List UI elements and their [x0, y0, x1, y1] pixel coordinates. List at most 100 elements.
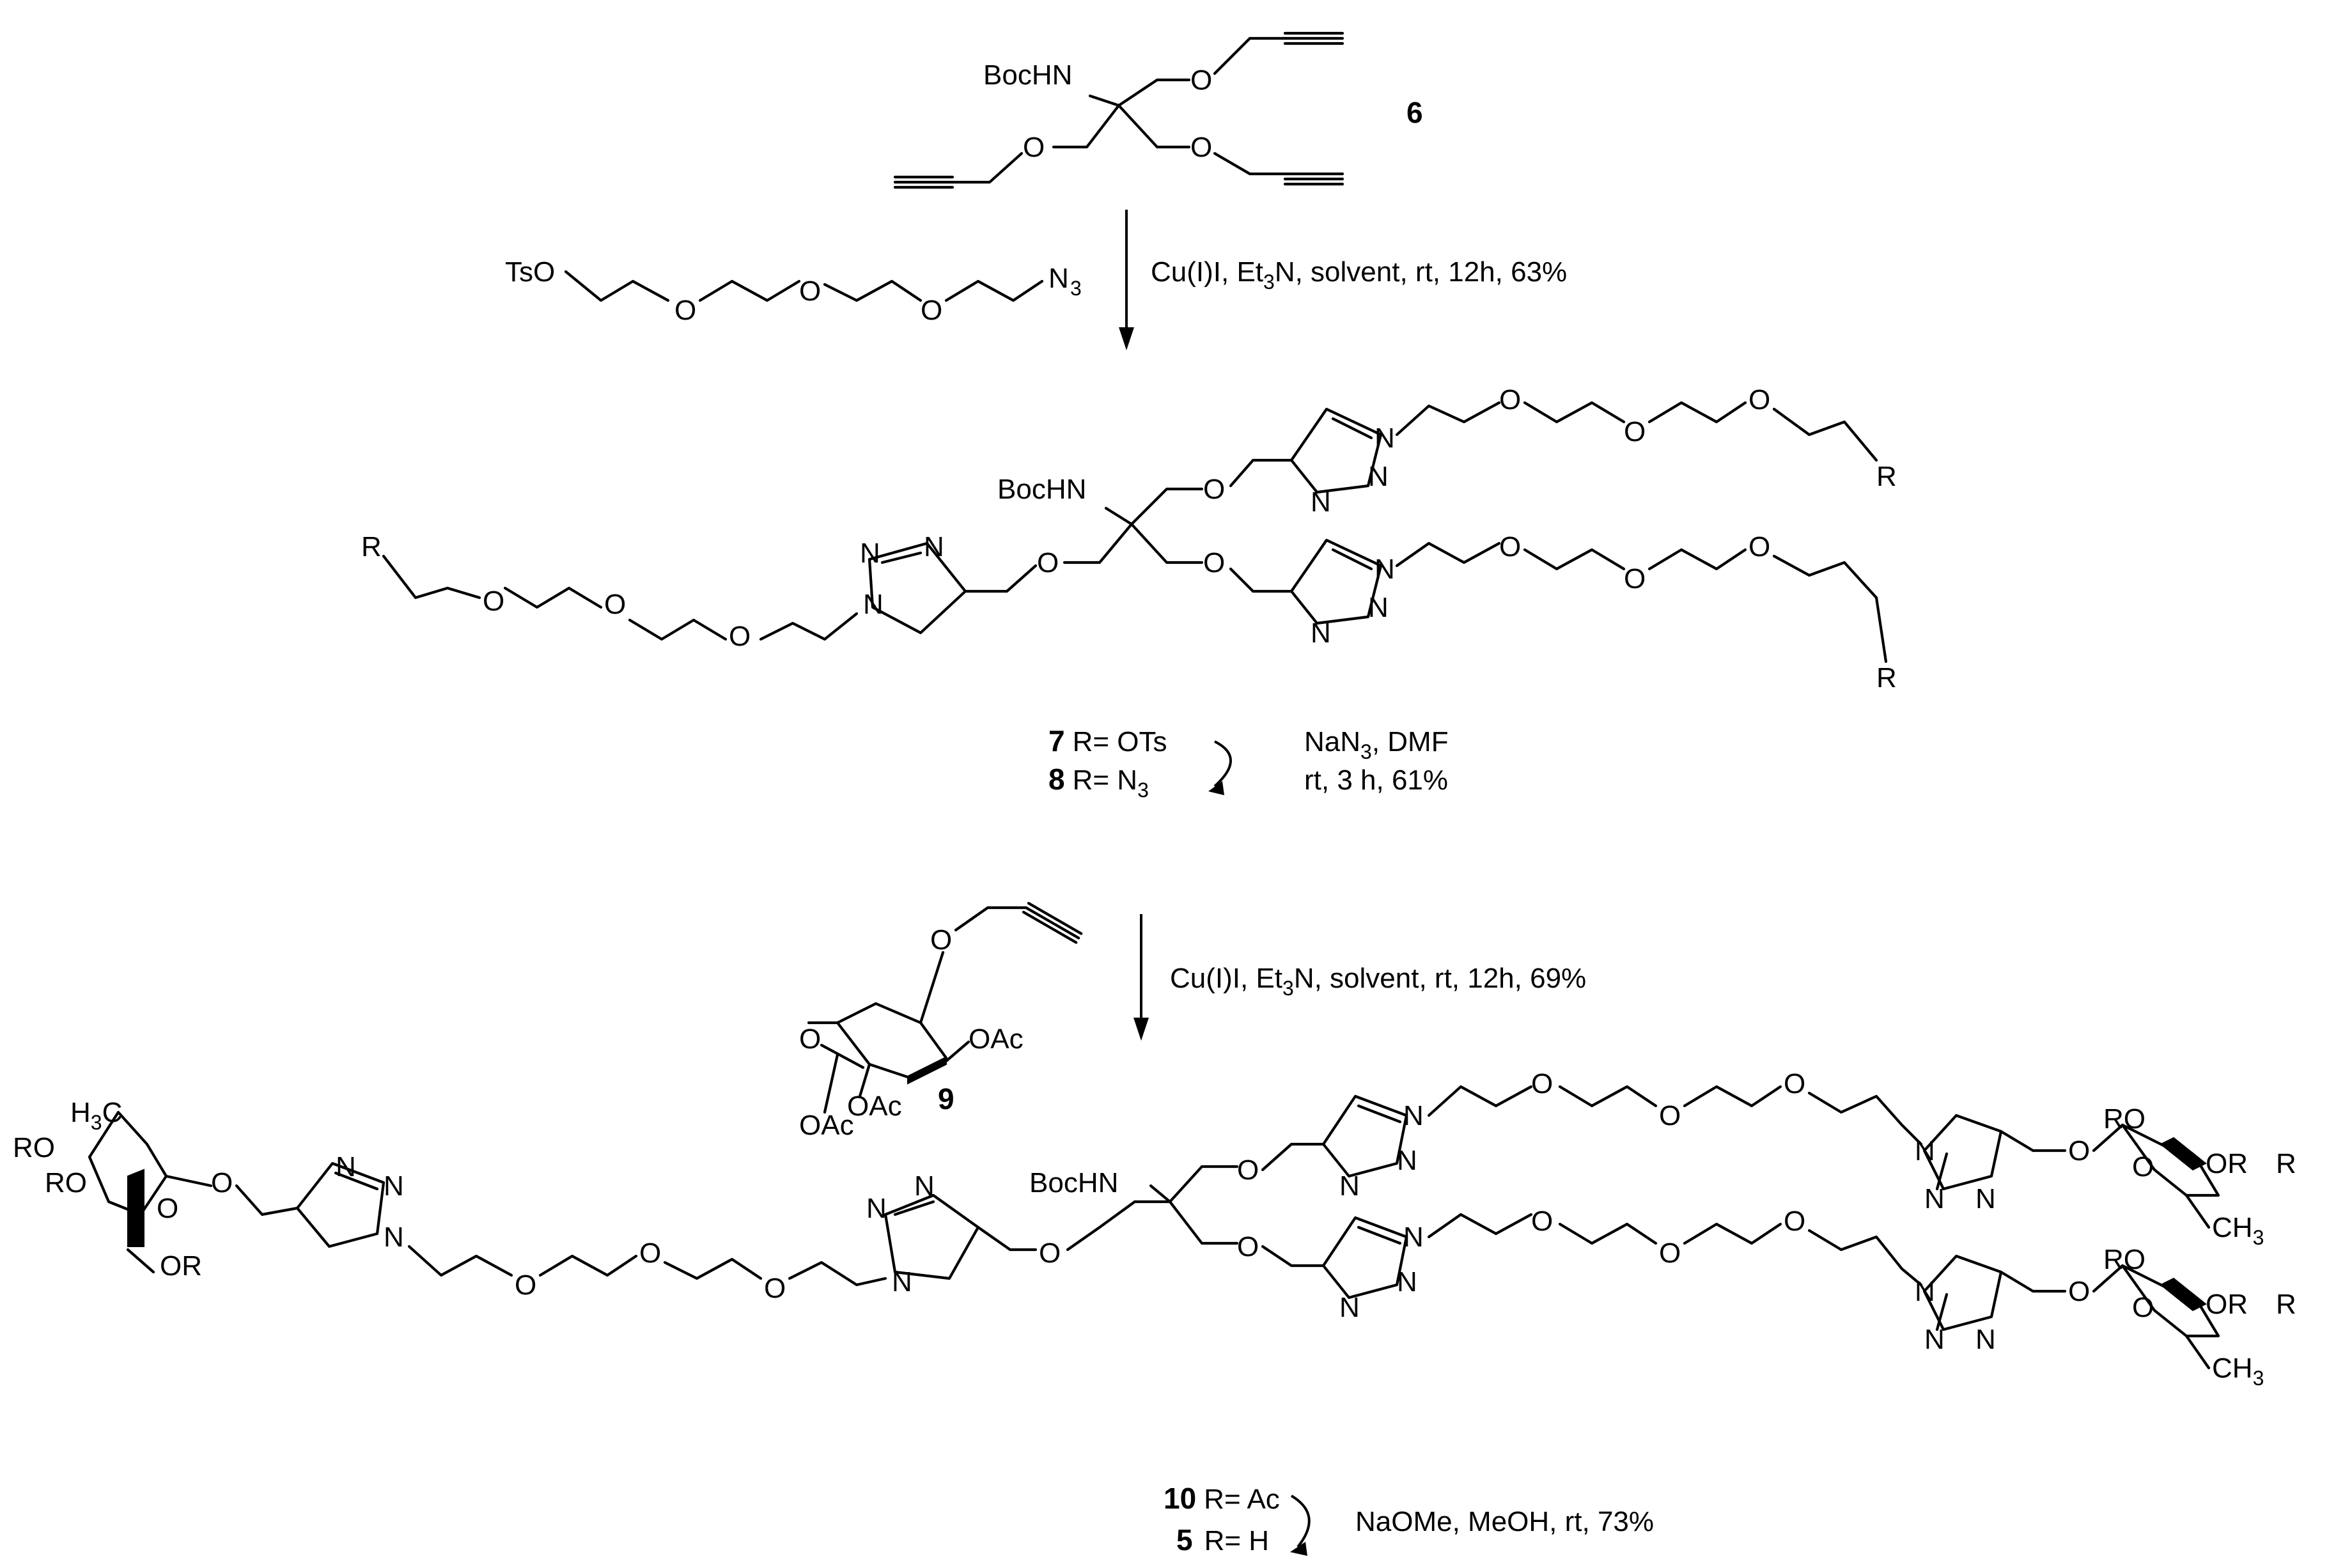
ether-o-label: O: [1190, 132, 1212, 163]
step-1-conditions: Cu(I)I, Et3N, solvent, rt, 12h, 63%: [1151, 256, 1567, 293]
ring-o-label: O: [2132, 1292, 2154, 1323]
ether-o-label: O: [1237, 1231, 1259, 1262]
ether-o-label: O: [921, 295, 942, 326]
triazole-n-label: N: [1339, 1292, 1360, 1323]
step-1-conditions-a: Cu(I)I, Et: [1151, 256, 1263, 288]
triazole-n-label: N: [1403, 1222, 1424, 1253]
r-group-label: R: [361, 531, 382, 563]
ether-o-label: O: [211, 1167, 233, 1199]
triazole-n-label: N: [892, 1266, 912, 1298]
compound-6-number: 6: [1406, 96, 1423, 129]
compound-6-structure: BocHN O O O 6: [893, 31, 1423, 189]
triazole-n-label: N: [1924, 1324, 1945, 1355]
compound-10-number: 10: [1164, 1482, 1196, 1515]
compound-7-r-group: R= OTs: [1073, 726, 1167, 757]
compound-5-label: 5 R= H: [1176, 1523, 1269, 1556]
compound-9-structure: O O OAc OAc OAc 9: [799, 901, 1083, 1141]
compound-8-r-group: R= N: [1073, 765, 1137, 796]
ether-o-label: O: [1624, 563, 1646, 594]
ether-o-label: O: [1037, 547, 1059, 578]
triazole-n-label: N: [924, 531, 944, 563]
step-4-conditions: NaOMe, MeOH, rt, 73%: [1355, 1506, 1654, 1537]
ether-o-label: O: [639, 1238, 661, 1269]
ether-o-label: O: [1748, 531, 1770, 563]
triazole-n-label: N: [1311, 617, 1331, 649]
ether-o-label: O: [1748, 384, 1770, 415]
bochn-label: BocHN: [1029, 1167, 1118, 1199]
ether-o-label: O: [1039, 1238, 1061, 1269]
triazole-n-label: N: [914, 1170, 935, 1202]
ether-o-label: O: [1203, 474, 1225, 505]
ether-o-label: O: [674, 295, 696, 326]
step-2-conditions: NaN3, DMF: [1304, 726, 1449, 763]
h3c-label: H3C: [70, 1097, 122, 1134]
triazole-n-label: N: [1368, 461, 1389, 492]
ch3-label: CH3: [2212, 1353, 2264, 1390]
step-1-conditions-sub: 3: [1263, 270, 1275, 293]
ch3-text: CH: [2212, 1212, 2253, 1243]
ether-o-label: O: [1531, 1068, 1553, 1099]
ether-o-label: O: [764, 1273, 786, 1304]
triazole-n-label: N: [1375, 423, 1395, 454]
ring-o-label: O: [2132, 1151, 2154, 1183]
ether-o-label: O: [729, 621, 751, 652]
triazole-n-label: N: [336, 1151, 356, 1183]
ch3-text: CH: [2212, 1353, 2253, 1384]
ro-label: RO: [13, 1132, 55, 1163]
ether-o-label: O: [1499, 384, 1521, 415]
triazole-n-label: N: [866, 1193, 887, 1224]
compound-5-number: 5: [1176, 1523, 1193, 1556]
triazole-n-label: N: [860, 538, 880, 569]
tso-label: TsO: [505, 256, 555, 288]
h3c-h: H: [70, 1097, 91, 1128]
triazole-n-label: N: [1975, 1183, 1996, 1215]
ether-o-label: O: [1784, 1206, 1805, 1237]
step-1-conditions-b: N, solvent, rt, 12h, 63%: [1275, 256, 1567, 288]
triazole-n-label: N: [863, 589, 884, 620]
step-2-conditions-a: NaN: [1304, 726, 1360, 757]
ro-label: RO: [2103, 1244, 2146, 1275]
oac-label: OAc: [969, 1023, 1024, 1055]
step-3-conditions-a: Cu(I)I, Et: [1170, 963, 1282, 994]
ring-o-label: O: [799, 1023, 821, 1055]
ch3-label: CH3: [2212, 1212, 2264, 1249]
ether-o-label: O: [515, 1269, 536, 1301]
ether-o-label: O: [1203, 547, 1225, 578]
triazole-n-label: N: [1368, 592, 1389, 623]
ether-o-label: O: [1237, 1154, 1259, 1186]
azide-n-label: N: [1048, 263, 1069, 294]
ch3-subscript: 3: [2253, 1226, 2264, 1249]
bochn-label: BocHN: [983, 59, 1072, 91]
ether-o-label: O: [1624, 416, 1646, 447]
ring-o-label: O: [157, 1193, 178, 1224]
ether-o-label: O: [1023, 132, 1045, 163]
oac-label: OAc: [799, 1110, 854, 1141]
triazole-n-label: N: [1924, 1183, 1945, 1215]
triazole-n-label: N: [1397, 1266, 1417, 1298]
triazole-n-label: N: [1375, 554, 1395, 585]
compound-5-r-group: R= H: [1204, 1525, 1269, 1556]
r-group-label: R: [1876, 461, 1897, 492]
ether-o-label: O: [799, 276, 821, 307]
triazole-n-label: N: [1915, 1276, 1935, 1307]
ether-o-label: O: [1190, 65, 1212, 96]
reaction-arrow-1: [1119, 210, 1134, 350]
step-3-conditions-b: N, solvent, rt, 12h, 69%: [1294, 963, 1586, 994]
or-label: OR: [2206, 1289, 2248, 1320]
ether-o-label: O: [1531, 1206, 1553, 1237]
compound-8-number: 8: [1048, 763, 1065, 796]
ether-o-label: O: [2068, 1276, 2090, 1307]
ch3-subscript: 3: [2253, 1367, 2264, 1390]
compound-9-number: 9: [938, 1082, 954, 1115]
ether-o-label: O: [1659, 1100, 1681, 1131]
compound-7-8-structure: BocHN O N N N O O O R O N N N O O O: [361, 384, 1897, 802]
ether-o-label: O: [1659, 1238, 1681, 1269]
compound-10-5-structure: RO RO H3C O O OR N N N O O O N N N O Boc…: [13, 1068, 2296, 1556]
triazole-n-label: N: [1339, 1170, 1360, 1202]
oac-label: OAc: [847, 1091, 902, 1122]
